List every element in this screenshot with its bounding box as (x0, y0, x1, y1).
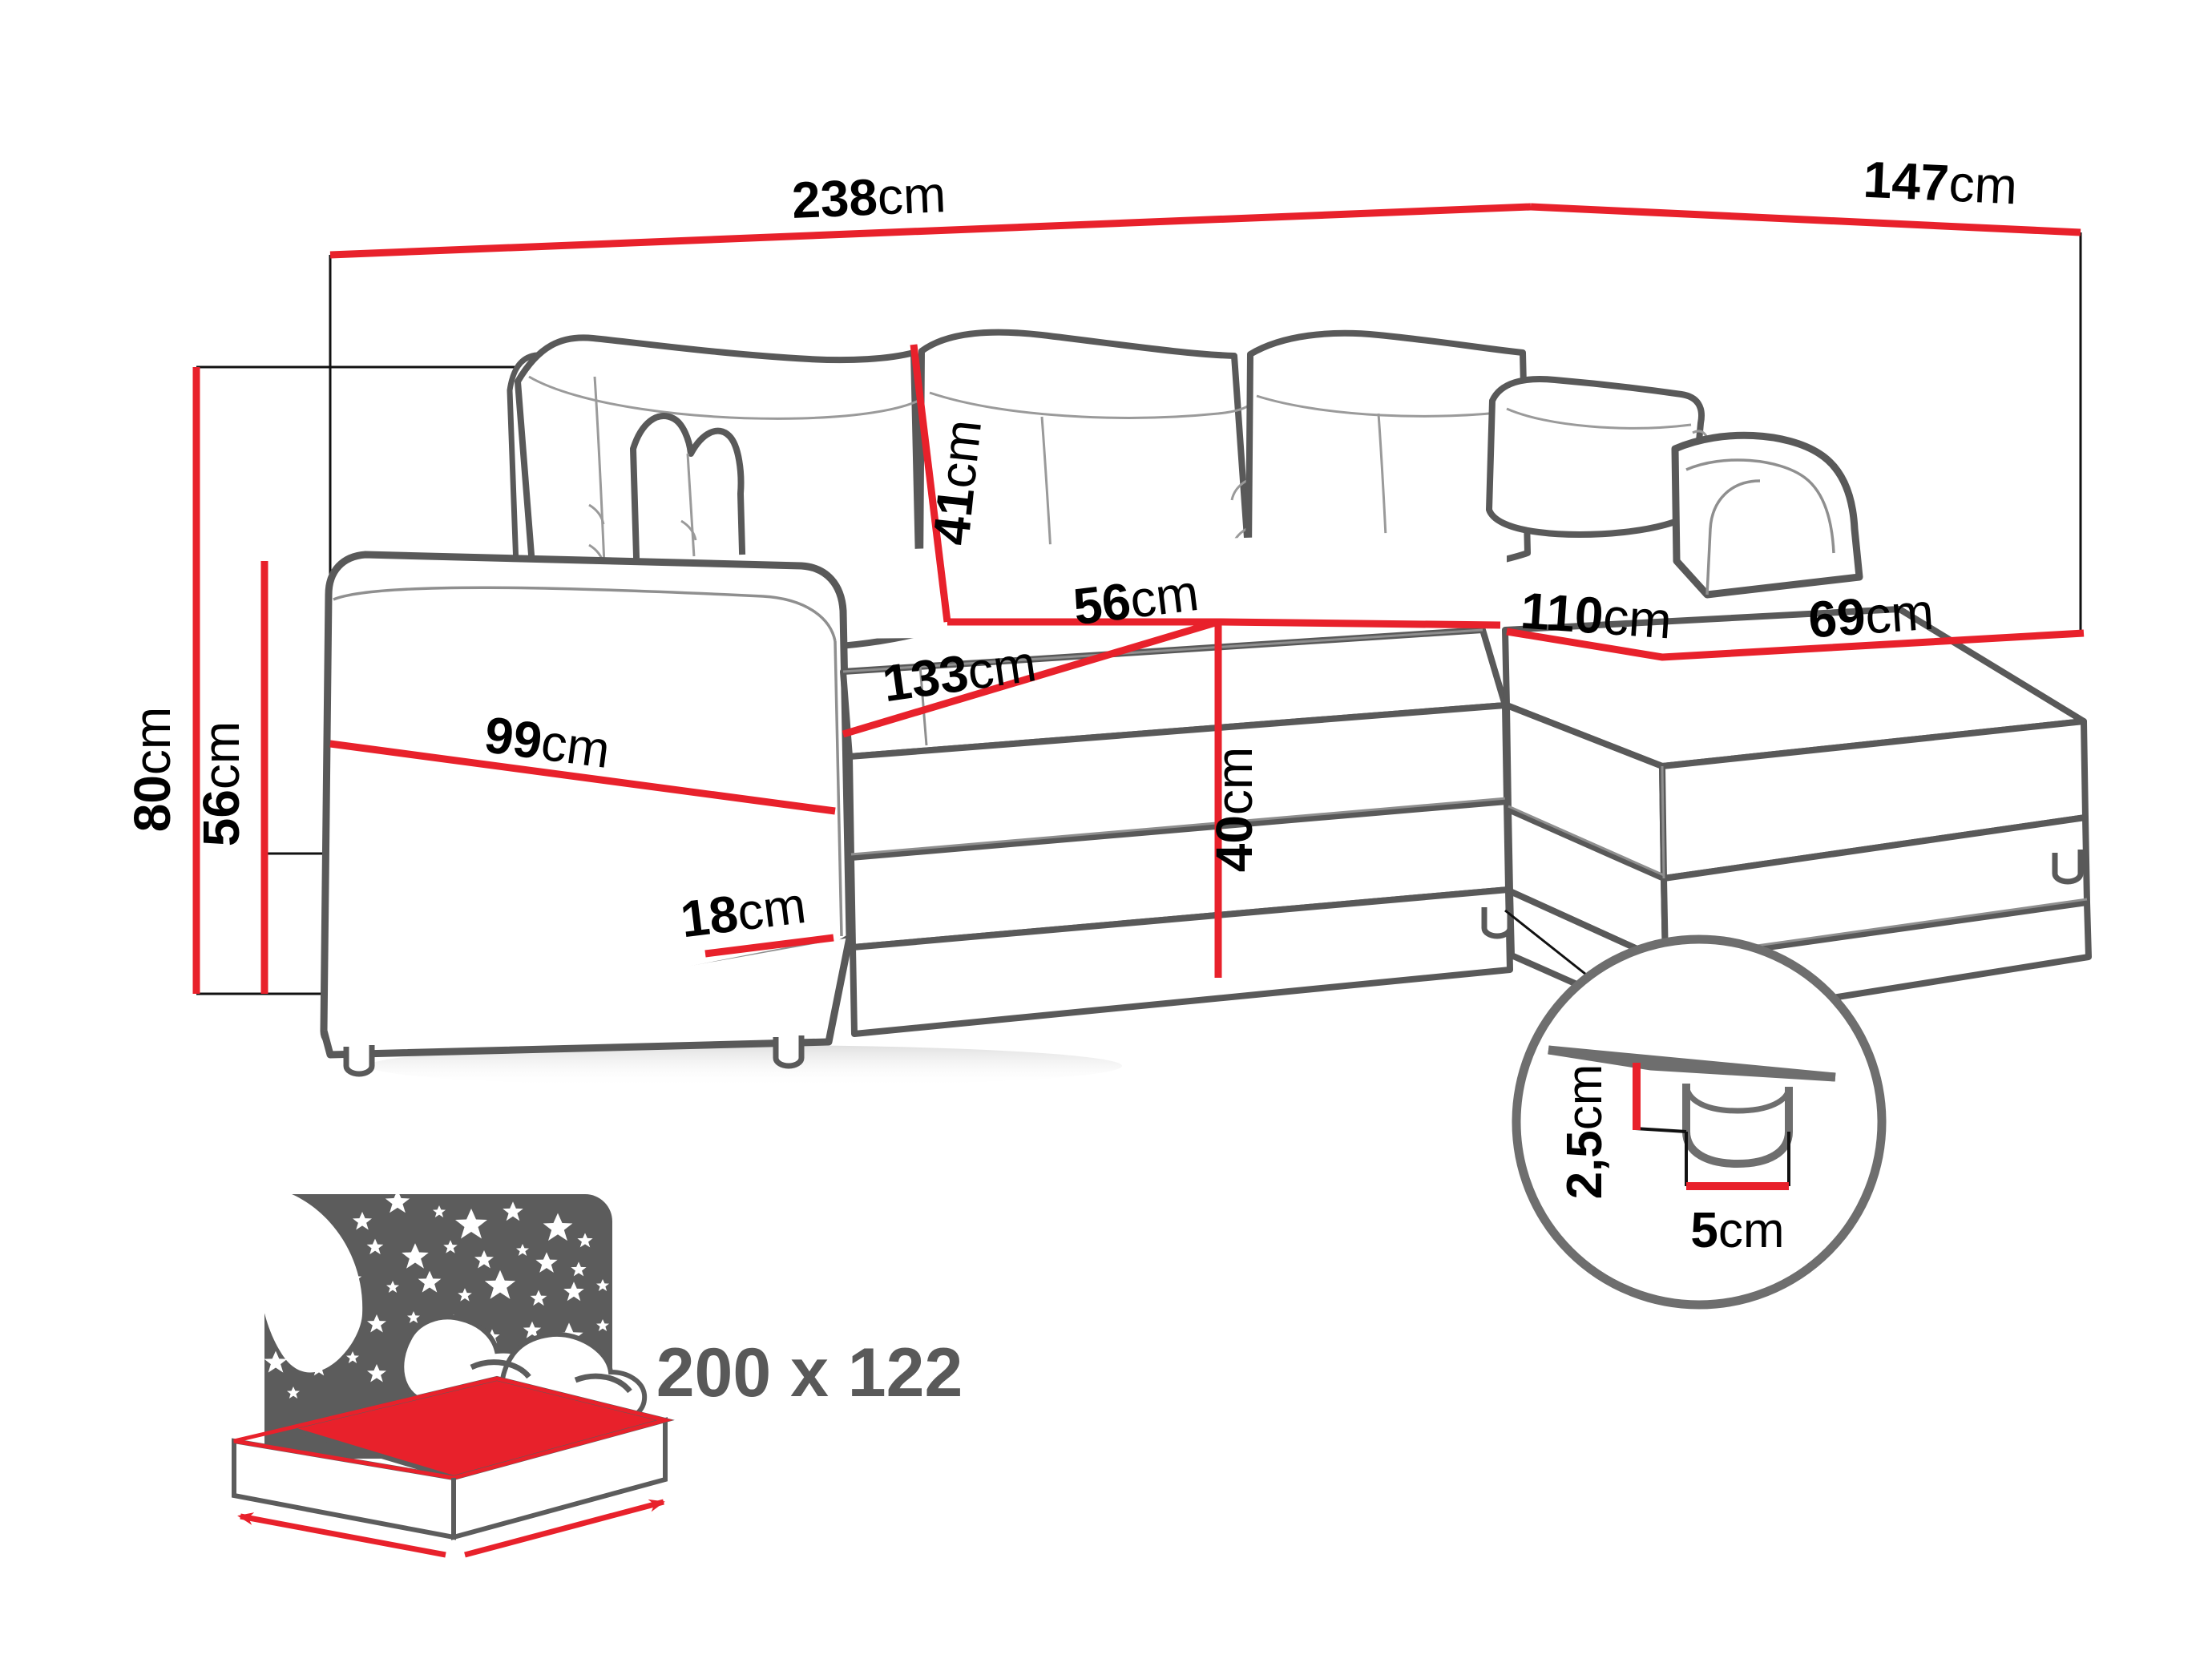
label-110: 110cm (1519, 582, 1673, 650)
dimline-110-69 (1506, 628, 2085, 661)
label-5: 5cm (1690, 1203, 1784, 1258)
bed-dim-arrow-left (237, 1512, 446, 1558)
label-80: 80cm (123, 707, 181, 833)
sofa-main-body (320, 529, 1513, 1077)
label-2-5: 2,5cm (1557, 1064, 1613, 1200)
label-41: 41cm (922, 417, 992, 547)
dimline-56-depth (947, 618, 1501, 629)
bed-dim-arrow-right (464, 1499, 665, 1558)
label-99: 99cm (482, 705, 614, 779)
leg-reference (1481, 907, 1513, 939)
label-40: 40cm (1205, 747, 1263, 873)
label-56-height: 56cm (192, 721, 250, 847)
label-56-depth: 56cm (1070, 563, 1201, 636)
dimension-lines-red (192, 203, 2085, 994)
sofa-chaise-section (1481, 431, 2092, 1043)
dimension-labels: 238cm 147cm 80cm 56cm 41cm 56cm 133cm 99… (123, 151, 2019, 949)
sleeping-area-icon: 200 x 122 (232, 1194, 963, 1558)
dimline-18 (704, 934, 834, 958)
dimline-147 (1530, 203, 2081, 236)
dimline-238 (329, 203, 1532, 259)
label-69: 69cm (1806, 583, 1936, 649)
label-238: 238cm (791, 165, 947, 229)
label-133: 133cm (879, 634, 1039, 712)
dimline-41 (910, 344, 951, 623)
dimline-99 (329, 740, 836, 815)
label-18: 18cm (677, 876, 809, 949)
label-147: 147cm (1862, 151, 2018, 216)
dimline-133 (842, 618, 1220, 738)
sleeping-area-label: 200 x 122 (656, 1334, 963, 1411)
leg-detail-callout: 2,5cm 5cm (1504, 909, 1887, 1310)
